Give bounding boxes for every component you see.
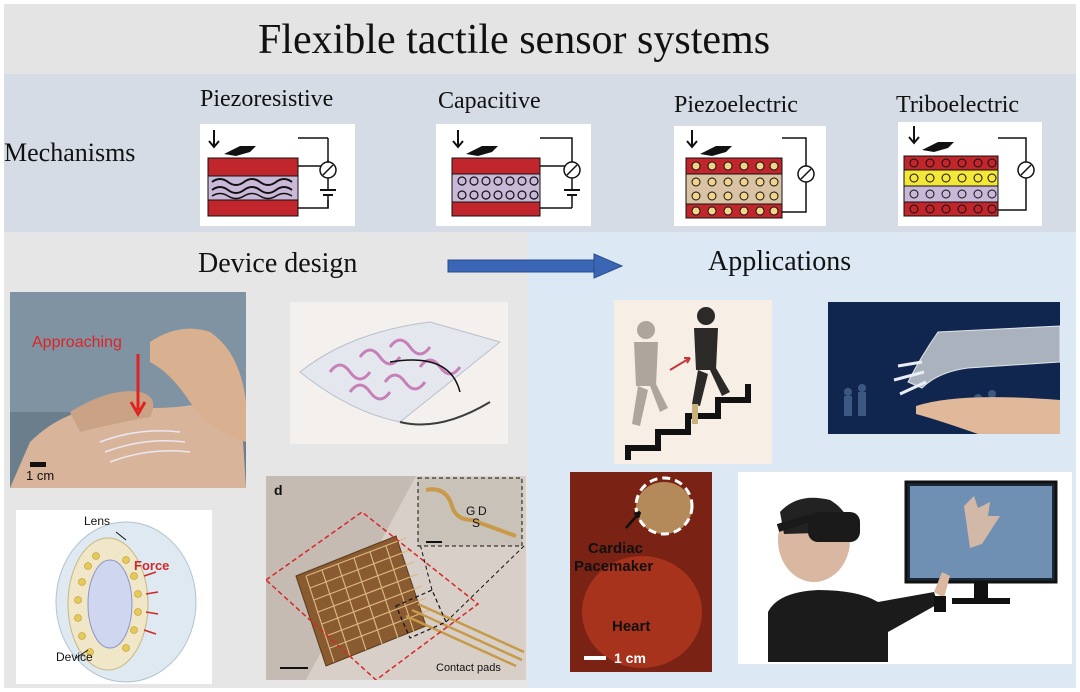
device-design-label: Device design xyxy=(198,248,358,279)
capacitive-diagram xyxy=(436,124,591,226)
robot-hand-image xyxy=(828,302,1061,434)
mechanisms-label: Mechanisms xyxy=(4,138,136,167)
hand-scale-label: 1 cm xyxy=(26,468,55,483)
approaching-label: Approaching xyxy=(32,334,122,351)
page-title: Flexible tactile sensor systems xyxy=(257,17,771,63)
contact-pads-label: Contact pads xyxy=(436,662,501,674)
gate-label: G xyxy=(466,504,476,518)
title-band xyxy=(4,4,1076,74)
cardiac-label: Cardiac xyxy=(588,540,644,557)
hand-sensor-photo: Approaching 1 cm xyxy=(10,292,246,488)
prosthesis-stairs-image xyxy=(614,300,772,464)
pacemaker-label: Pacemaker xyxy=(574,558,654,575)
pacemaker-scale-label: 1 cm xyxy=(614,650,646,666)
piezoresistive-diagram xyxy=(200,124,355,226)
cardiac-pacemaker-image: Cardiac Pacemaker Heart 1 cm xyxy=(570,472,712,672)
panel-letter: d xyxy=(274,482,283,498)
flexible-film-photo xyxy=(290,302,508,444)
drain-label: D xyxy=(478,504,487,518)
heart-label: Heart xyxy=(612,618,651,635)
device-label: Device xyxy=(56,650,93,664)
applications-label: Applications xyxy=(708,246,852,277)
mechanism-name-piezoresistive: Piezoresistive xyxy=(200,86,334,112)
force-label: Force xyxy=(134,558,170,573)
vr-interaction-image xyxy=(738,472,1072,664)
source-label: S xyxy=(472,516,481,530)
mechanism-name-piezoelectric: Piezoelectric xyxy=(674,92,798,118)
sensor-array-photo: d G D S Contact pads xyxy=(264,476,526,681)
triboelectric-diagram xyxy=(898,122,1042,226)
progression-arrow xyxy=(447,253,624,279)
mechanism-name-capacitive: Capacitive xyxy=(438,88,541,114)
mechanism-name-triboelectric: Triboelectric xyxy=(896,92,1020,118)
lens-label: Lens xyxy=(84,514,111,528)
smart-lens-diagram: Lens Force Device xyxy=(16,510,212,684)
piezoelectric-diagram xyxy=(674,126,826,226)
